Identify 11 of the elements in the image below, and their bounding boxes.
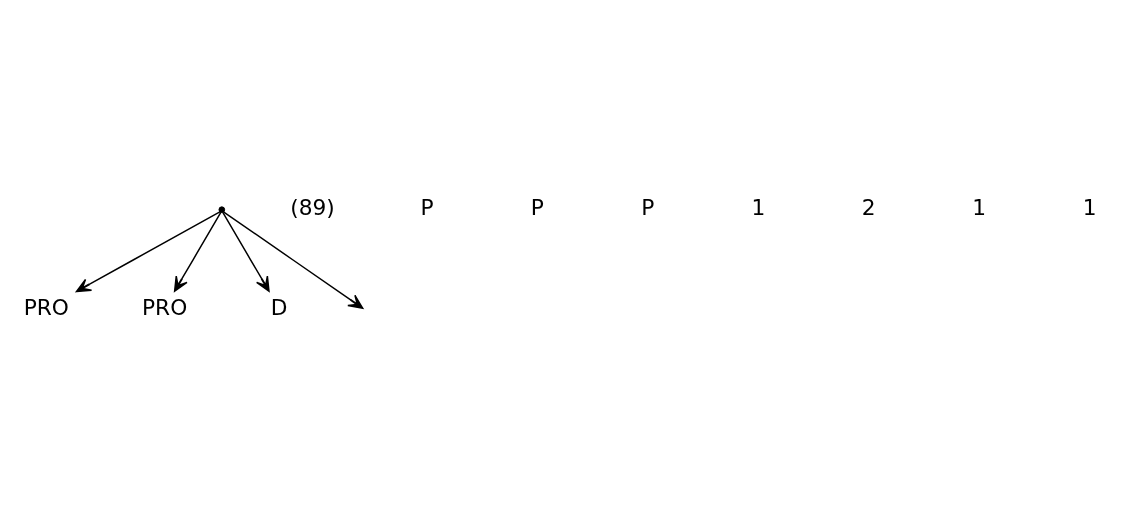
label: 1 <box>751 195 766 221</box>
label: 2 <box>861 195 876 221</box>
label: (89) <box>290 195 335 221</box>
node-text: PRO <box>23 294 69 320</box>
label: P <box>420 195 434 221</box>
label: P <box>641 195 655 221</box>
label: P <box>530 195 544 221</box>
label: 1 <box>972 195 987 221</box>
label: 1 <box>1082 195 1097 221</box>
node-text: D <box>270 294 288 320</box>
node-text: PRO <box>142 294 188 320</box>
